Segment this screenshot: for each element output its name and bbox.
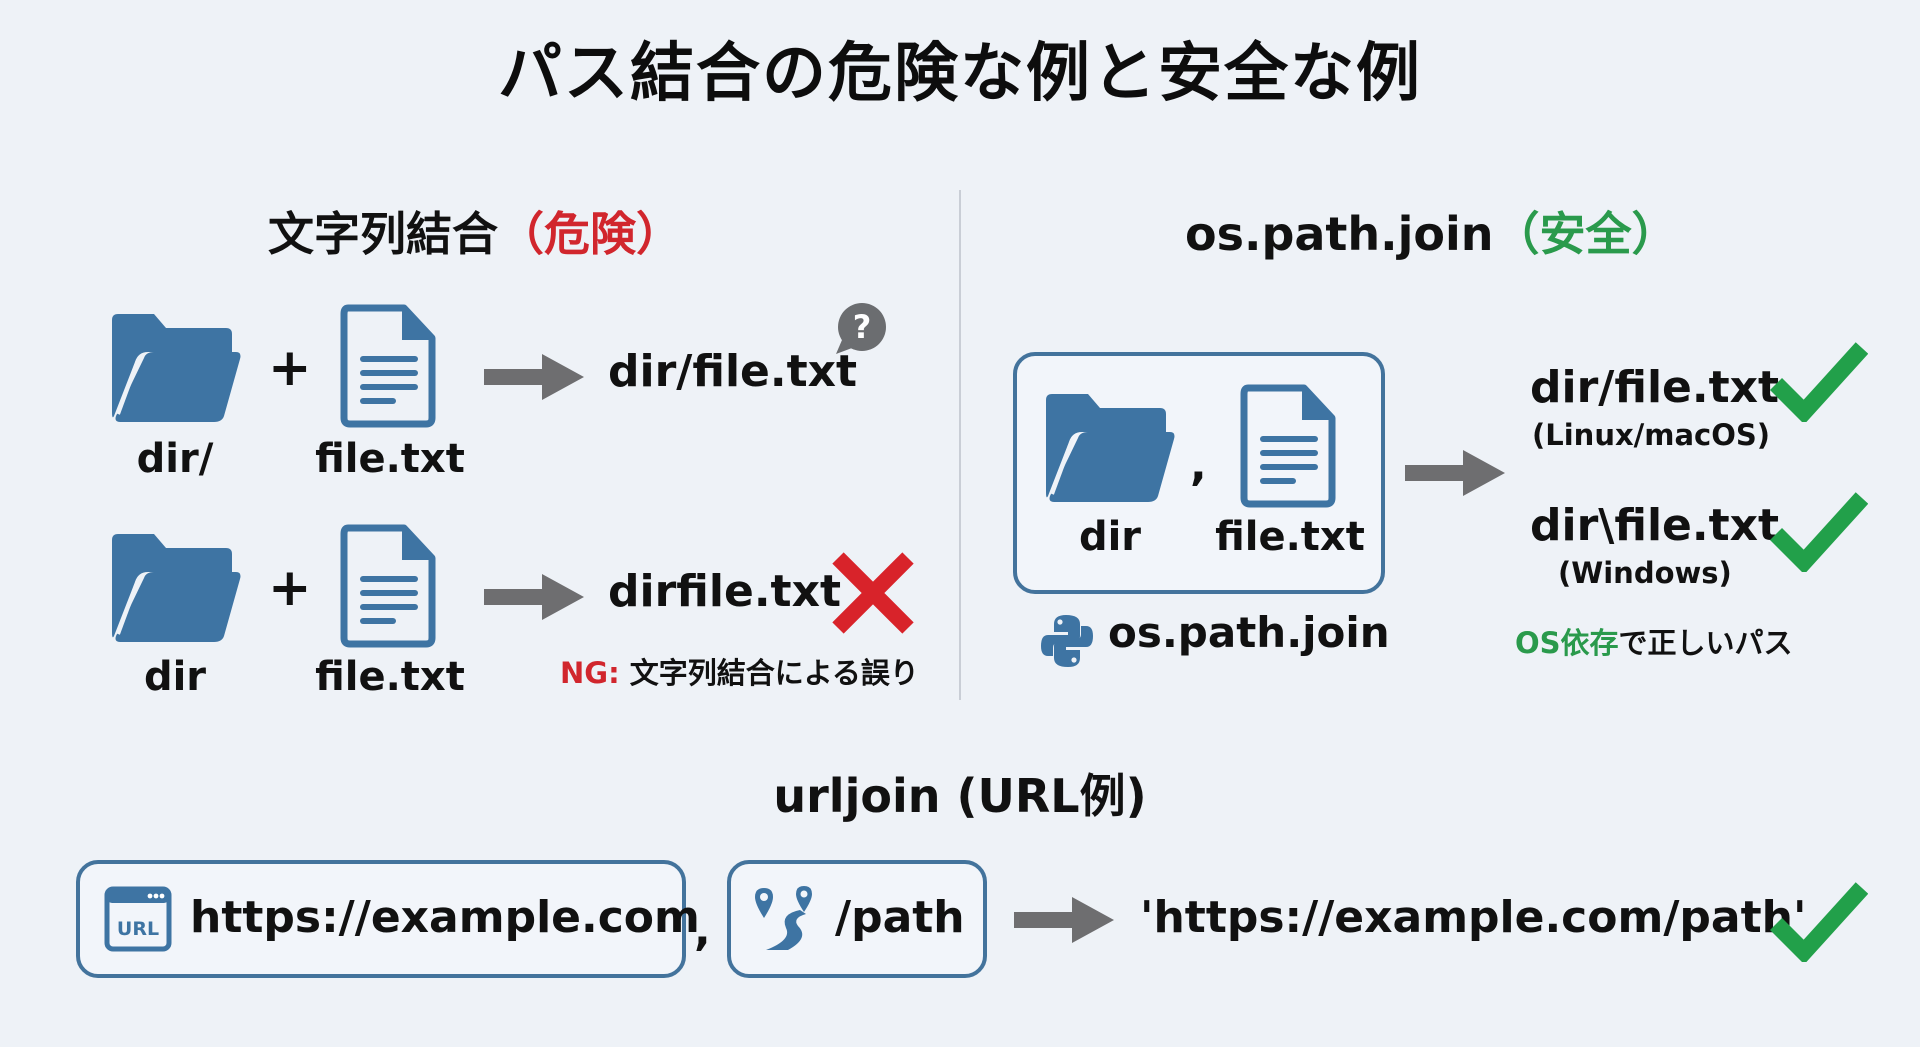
os-summary: OS依存で正しいパス [1515,620,1793,662]
plus-operator: + [268,558,312,618]
arrow-right-icon [484,572,584,622]
right-heading-tag: （安全） [1493,207,1678,261]
result-windows-os: (Windows) [1558,556,1732,590]
folder-label: dir [1078,514,1142,560]
error-note-prefix: NG: [560,656,620,690]
concat-result-wrong: dirfile.txt [608,566,841,617]
url-section-heading: urljoin (URL例) [773,769,1147,823]
arrow-right-icon [484,352,584,402]
separator-comma: , [1190,440,1207,491]
base-url-box [76,860,686,978]
url-join-result: 'https://example.com/path' [1140,892,1807,943]
file-label: file.txt [315,436,465,482]
document-icon [1238,384,1338,508]
page-title: パス結合の危険な例と安全な例 [498,37,1422,111]
os-summary-highlight: OS依存 [1515,626,1619,660]
function-label: os.path.join [1108,608,1390,657]
folder-icon [1042,392,1176,504]
checkmark-icon [1770,880,1868,962]
arrow-right-icon [1405,448,1505,498]
file-label: file.txt [315,654,465,700]
left-heading-tag: （危険） [498,207,682,261]
plus-operator: + [268,338,312,398]
document-icon [338,304,438,428]
folder-icon [108,312,242,424]
folder-label: dir/ [136,436,214,482]
route-pin-icon [752,884,818,954]
document-icon [338,524,438,648]
folder-label: dir [143,654,207,700]
path-text: /path [835,892,965,943]
url-browser-icon: URL [104,886,172,952]
base-url-text: https://example.com [190,892,700,943]
section-divider [959,190,961,700]
checkmark-icon [1770,340,1868,422]
concat-result-ok: dir/file.txt [608,346,858,397]
left-heading-text: 文字列結合 [268,207,498,261]
checkmark-icon [1770,490,1868,572]
os-summary-text: で正しいパス [1618,626,1793,660]
left-section-heading: 文字列結合（危険） [268,198,682,264]
svg-text:URL: URL [117,918,159,940]
arrow-right-icon [1014,895,1114,945]
error-note: NG: 文字列結合による誤り [560,650,919,692]
question-bubble-icon: ? [832,302,888,358]
folder-icon [108,532,242,644]
cross-icon [830,550,916,636]
svg-text:?: ? [853,308,872,346]
error-note-text: 文字列結合による誤り [619,656,919,690]
result-posix-os: (Linux/macOS) [1532,418,1771,452]
python-logo-icon [1038,612,1096,670]
separator-comma: , [694,905,711,956]
result-windows-path: dir\file.txt [1530,500,1780,551]
right-section-heading: os.path.join（安全） [1185,198,1678,264]
path-box [727,860,987,978]
right-heading-text: os.path.join [1185,207,1494,261]
result-posix-path: dir/file.txt [1530,362,1780,413]
file-label: file.txt [1215,514,1365,560]
